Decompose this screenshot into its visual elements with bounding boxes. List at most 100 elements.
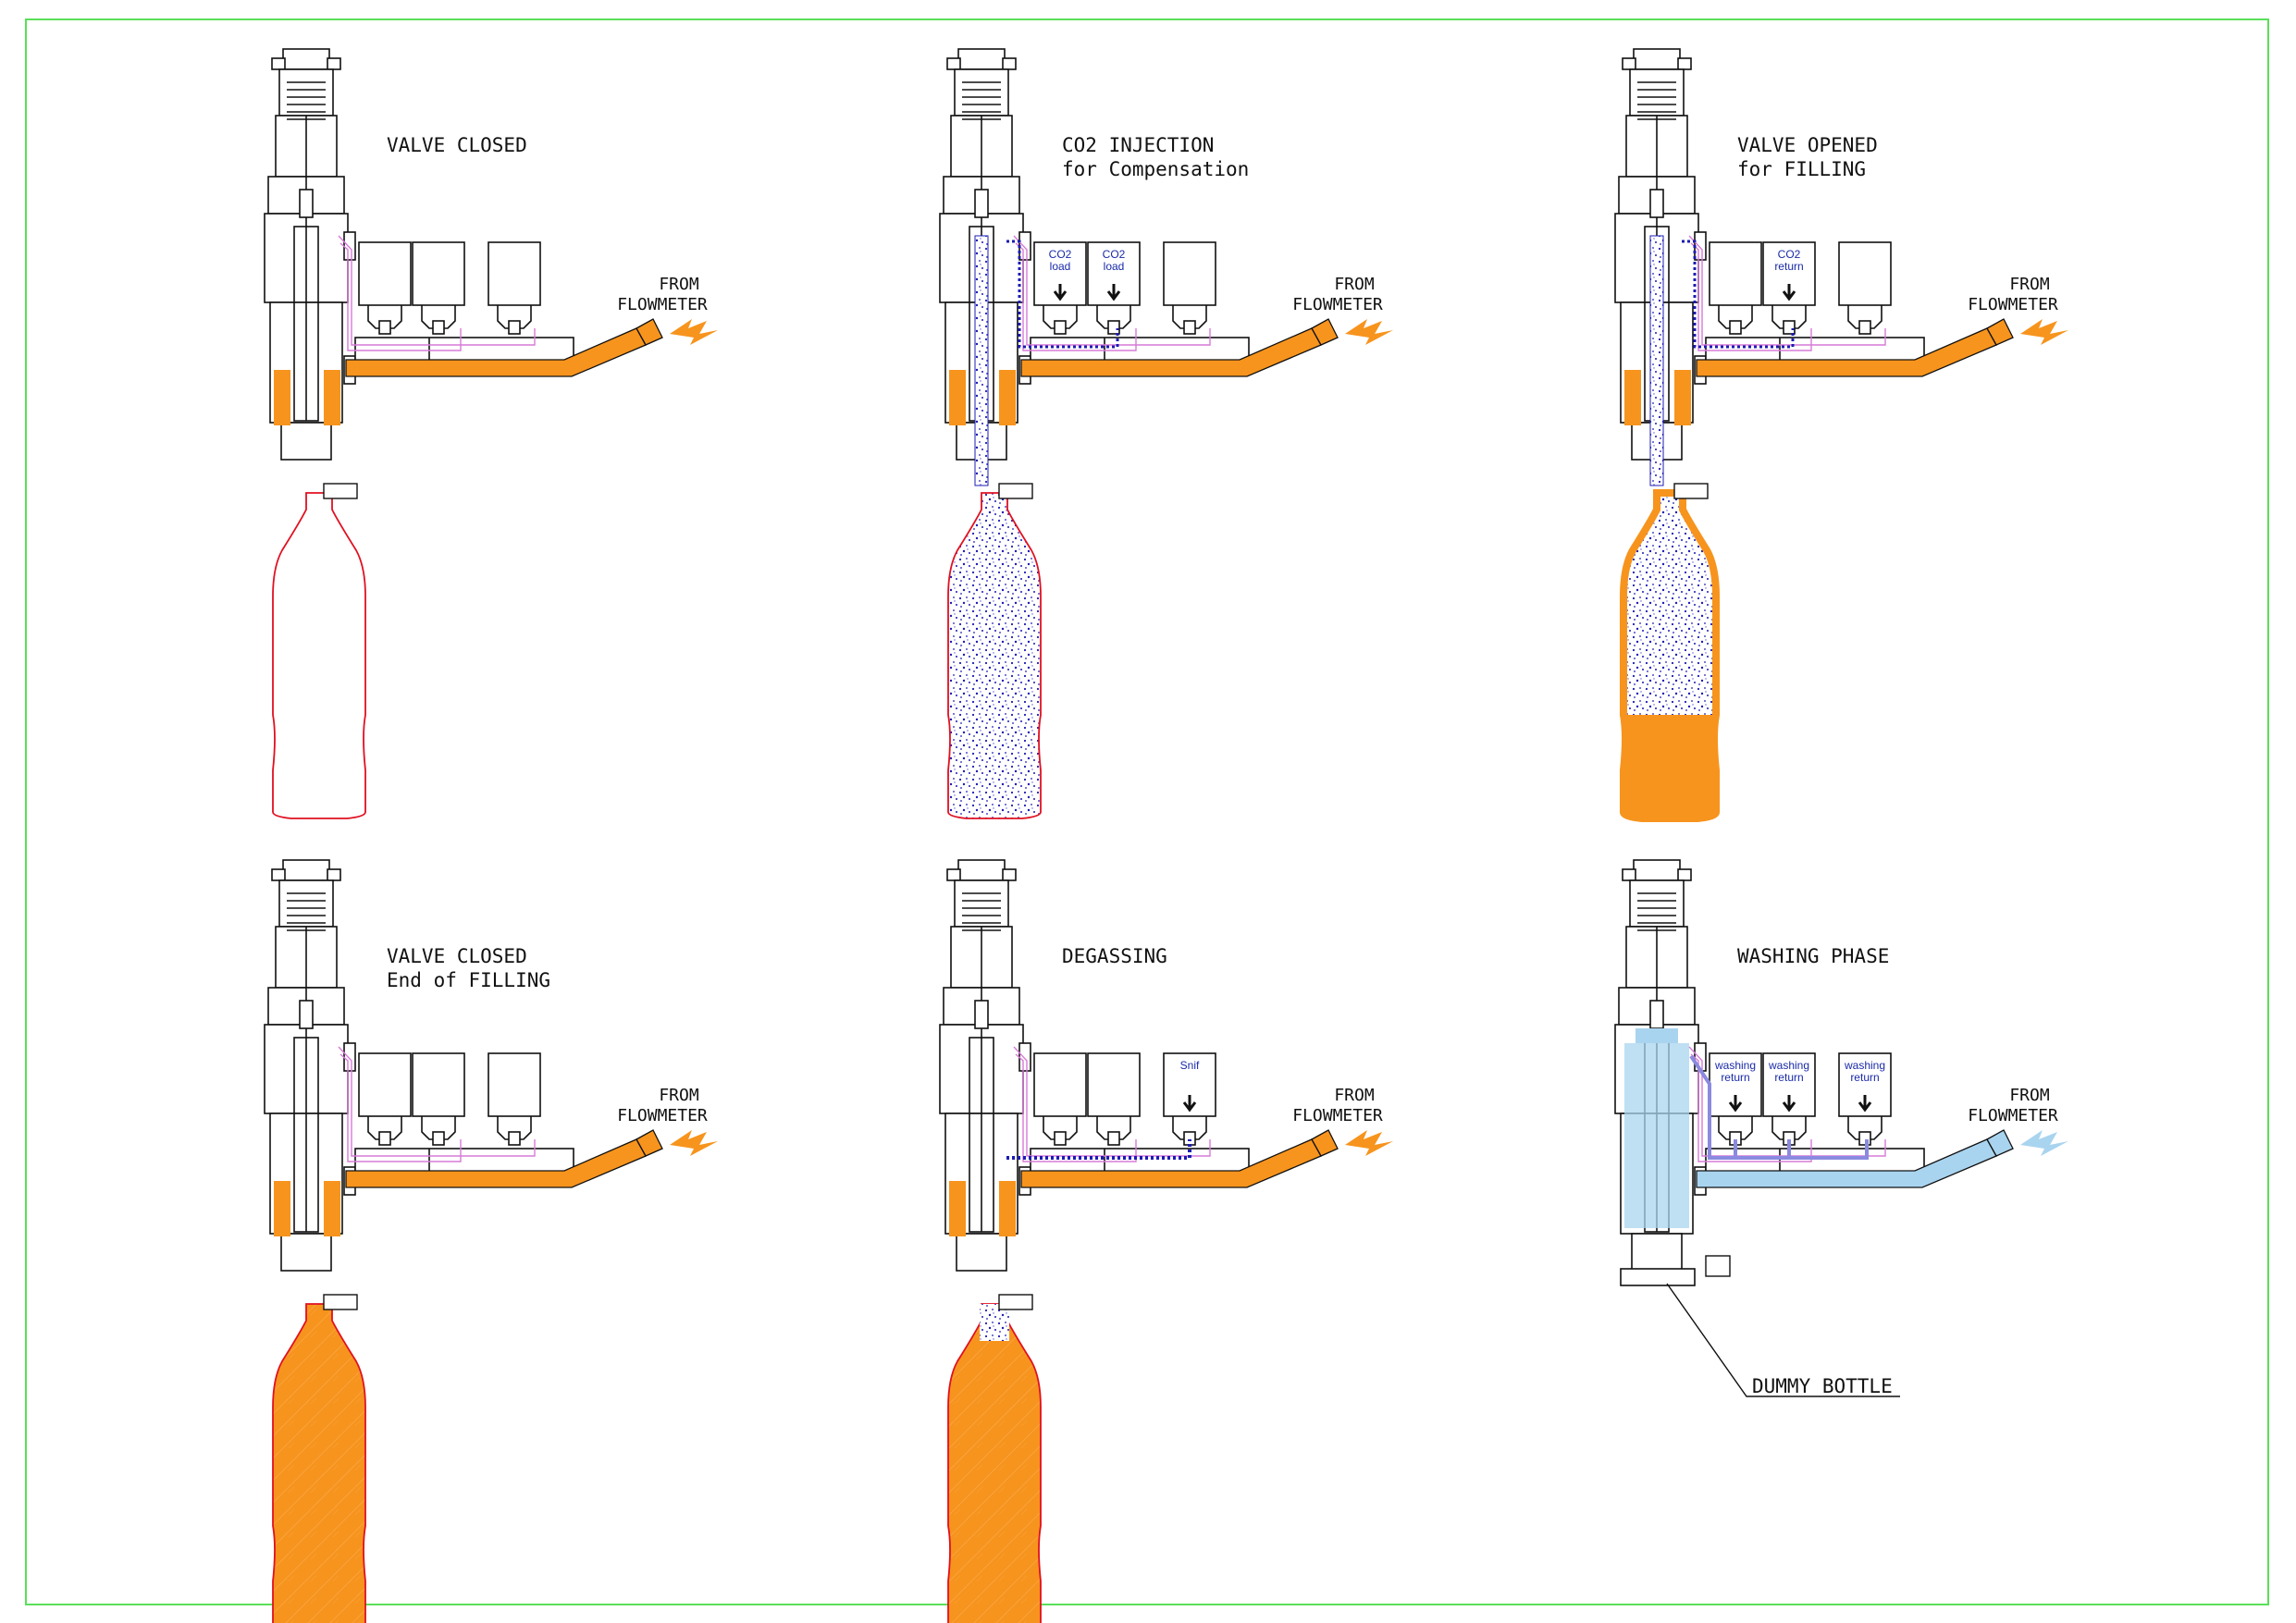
dummy-bottle-label: DUMMY BOTTLE [1752, 1375, 1893, 1397]
product-chamber [324, 1181, 340, 1236]
solenoid-valve [358, 1052, 412, 1117]
arrow-icon [2020, 319, 2068, 345]
solenoid-valve [1033, 1052, 1087, 1117]
pipe-flange [1986, 1129, 2014, 1157]
pipe-flange [1311, 1129, 1339, 1157]
phase-subtitle: for Compensation [1062, 158, 1249, 180]
dummy-bottle [1620, 1268, 1696, 1286]
drawing-frame [25, 18, 2269, 1605]
product-chamber [1674, 370, 1691, 425]
leader-line [1666, 1283, 1900, 1397]
washing-chamber [1636, 1028, 1678, 1043]
up-down-arrow-icon [1106, 284, 1121, 301]
neck-support [998, 1294, 1033, 1310]
phase-subtitle: End of FILLING [387, 969, 550, 991]
product-chamber [999, 370, 1016, 425]
pilot-line [339, 1053, 462, 1162]
neck-support [323, 1294, 358, 1310]
product-chamber [324, 370, 340, 425]
solenoid-valve [358, 241, 412, 306]
up-down-arrow-icon [1053, 284, 1068, 301]
pilot-line [1013, 235, 1211, 346]
source-label: FLOWMETER [617, 295, 708, 314]
pilot-line [1013, 1046, 1211, 1157]
up-down-arrow-icon [1782, 284, 1796, 301]
liquid-level [1623, 715, 1716, 818]
product-chamber [1624, 370, 1641, 425]
pilot-line [1688, 1046, 1886, 1157]
solenoid-valve [1709, 241, 1762, 306]
solenoid-valve [488, 1052, 541, 1117]
solenoid-valve [412, 1052, 465, 1117]
washing-return-line [1689, 1054, 1869, 1160]
up-down-arrow-icon [1782, 1095, 1796, 1113]
bottle [272, 492, 366, 819]
phase-title: DEGASSING [1062, 945, 1167, 967]
arrow-icon [2020, 1130, 2068, 1156]
pilot-line [338, 1046, 536, 1157]
phase-title: VALVE CLOSED [387, 945, 527, 967]
phase-title: VALVE CLOSED [387, 134, 527, 156]
neck-support [1673, 483, 1709, 499]
source-label: FROM [2009, 1086, 2050, 1105]
source-label: FROM [2009, 275, 2050, 294]
product-chamber [949, 1181, 966, 1236]
bottle [947, 492, 1042, 819]
solenoid-block [1705, 241, 1925, 375]
solenoid-block [1030, 1052, 1250, 1187]
up-down-arrow-icon [1858, 1095, 1872, 1113]
solenoid-valve [1087, 1052, 1141, 1117]
pilot-line [338, 235, 536, 346]
phase-subtitle: for FILLING [1737, 158, 1866, 180]
co2-line [1006, 240, 1119, 349]
valve-label: Snif [1180, 1059, 1200, 1072]
product-chamber [274, 370, 290, 425]
co2-tube [974, 235, 989, 486]
snif-line [1006, 1139, 1191, 1160]
co2-tube [1649, 235, 1664, 486]
solenoid-valve [1163, 241, 1216, 306]
neck-support [998, 483, 1033, 499]
pipe-flange [1311, 318, 1339, 346]
product-chamber [999, 1181, 1016, 1236]
washing-return-line [1734, 1139, 1791, 1158]
pilot-line [1015, 1053, 1137, 1162]
pipe-flange [636, 318, 663, 346]
valve-head [939, 859, 1031, 1272]
product-chamber [949, 370, 966, 425]
up-down-arrow-icon [1728, 1095, 1743, 1113]
solenoid-valve [412, 241, 465, 306]
source-label: FLOWMETER [1968, 295, 2058, 314]
solenoid-valve [488, 241, 541, 306]
arrow-icon [1345, 1130, 1393, 1156]
pilot-line [1688, 235, 1886, 346]
source-label: FLOWMETER [1292, 295, 1383, 314]
solenoid-valve [1838, 241, 1892, 306]
bottle [947, 1303, 1042, 1623]
arrow-icon [670, 1130, 718, 1156]
pipe-flange [636, 1129, 663, 1157]
up-down-arrow-icon [1182, 1095, 1197, 1113]
source-label: FLOWMETER [1292, 1106, 1383, 1125]
pilot-line [1690, 1053, 1812, 1162]
source-label: FROM [659, 275, 699, 294]
source-label: FROM [1334, 275, 1375, 294]
solenoid-block [354, 241, 574, 375]
source-label: FROM [659, 1086, 699, 1105]
pilot-line [339, 242, 462, 351]
product-chamber [274, 1181, 290, 1236]
phase-title: WASHING PHASE [1737, 945, 1889, 967]
source-label: FLOWMETER [617, 1106, 708, 1125]
washing-chamber [1624, 1043, 1689, 1228]
